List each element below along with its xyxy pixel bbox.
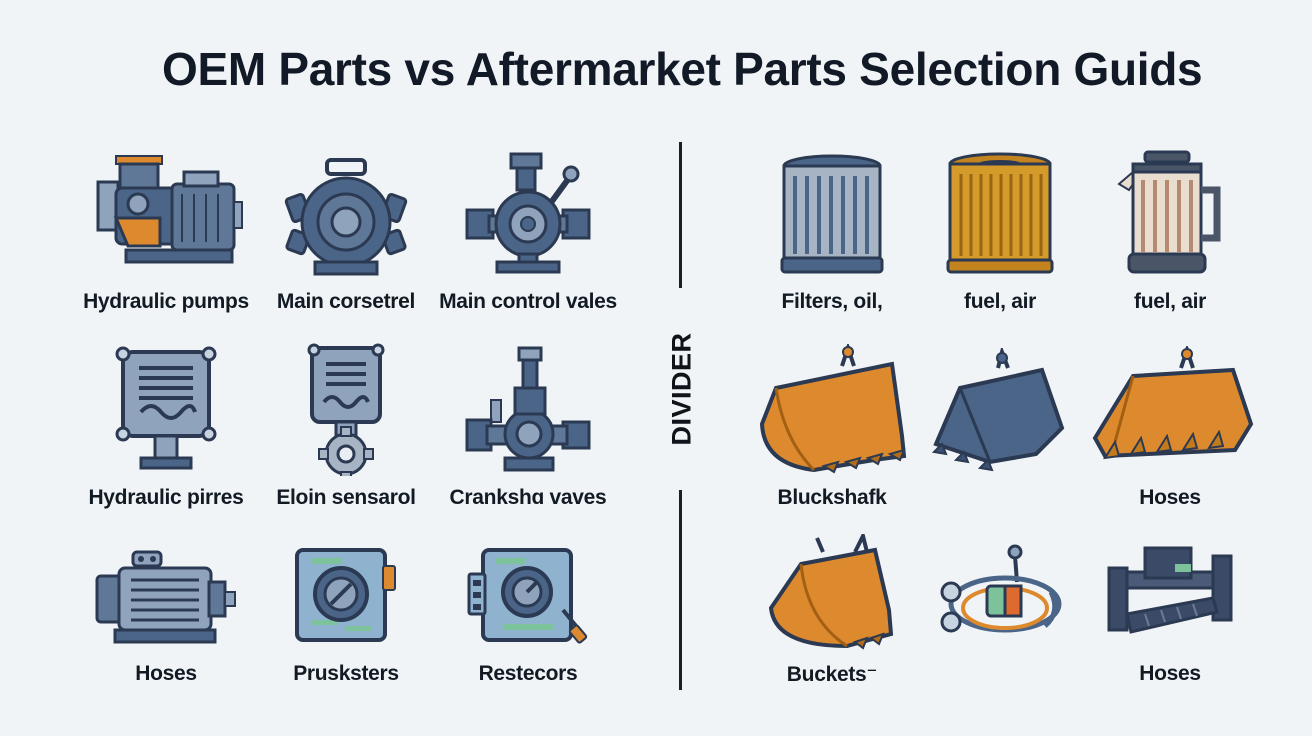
oem-part-hoses: Hoses (66, 540, 266, 700)
part-label: Hydraulic pumps (83, 290, 249, 313)
hose-coil-icon (940, 544, 1062, 633)
fuel-filter-jug-icon (1117, 150, 1221, 274)
part-label: Main corsetrel (276, 290, 416, 313)
electric-motor-icon (95, 550, 236, 644)
part-label: Hoses (135, 662, 197, 685)
control-panel-icon (295, 548, 396, 642)
filter-blue-icon (780, 154, 884, 274)
bucket-orange-icon (759, 344, 907, 474)
part-label: Filters, oil, (781, 290, 883, 313)
oem-part-main-corsetrel: Main corsetrel (246, 150, 446, 325)
part-label: Hydraulic pirres (88, 486, 244, 509)
oem-part-restecors: Restecors (428, 540, 628, 700)
aftermarket-part-bluckshafk: Bluckshafk (732, 342, 932, 517)
bucket-small-icon (768, 534, 894, 650)
oem-part-prusksters: Prusksters (246, 540, 446, 700)
part-label: Eloin sensarol (276, 486, 416, 509)
part-label: Main control vales (439, 290, 617, 313)
oem-part-eloin-sensarol: Eloin sensarol (246, 342, 446, 517)
part-label: Hoses (1139, 662, 1201, 685)
part-label: Crankshɑ vaves (449, 486, 607, 509)
control-valve-icon (465, 152, 591, 274)
engine-block-icon (115, 346, 217, 470)
part-label: fuel, air (1134, 290, 1206, 313)
aftermarket-part-hoses-bucket: Hoses (1070, 342, 1270, 517)
page-title: OEM Parts vs Aftermarket Parts Selection… (162, 43, 1203, 95)
aftermarket-part-hose-coil (900, 530, 1100, 700)
divider-label: DIVIDER (666, 332, 697, 446)
part-label: Bluckshafk (777, 486, 887, 509)
part-label: Restecors (478, 662, 578, 685)
divider-line-bottom (679, 490, 682, 690)
aftermarket-part-fuel-air-1: fuel, air (900, 150, 1100, 325)
piston-gear-icon (307, 343, 385, 476)
track-frame-icon (1107, 546, 1233, 634)
gear-motor-icon (284, 158, 408, 276)
part-label: fuel, air (964, 290, 1036, 313)
aftermarket-part-buckets: Buckets⁻ (732, 530, 932, 700)
part-label: Hoses (1139, 486, 1201, 509)
oem-part-crankshaft-vaves: Crankshɑ vaves (428, 342, 628, 517)
oem-part-main-control-vales: Main control vales (428, 150, 628, 325)
part-label: Buckets⁻ (786, 663, 878, 686)
aftermarket-part-fuel-air-2: fuel, air (1070, 150, 1270, 325)
aftermarket-part-bucket-blue (900, 342, 1100, 517)
hydraulic-pump-icon (96, 155, 243, 264)
control-box-icon (467, 548, 588, 644)
oem-part-hydraulic-pumps: Hydraulic pumps (66, 150, 266, 325)
bucket-teeth-icon (1092, 346, 1254, 460)
aftermarket-part-filters-oil: Filters, oil, (732, 150, 932, 325)
bucket-blue-icon (931, 348, 1065, 472)
filter-orange-icon (946, 152, 1054, 274)
part-label: Prusksters (293, 662, 399, 685)
crankshaft-valve-icon (465, 346, 591, 472)
oem-part-hydraulic-pirres: Hydraulic pirres (66, 342, 266, 517)
aftermarket-part-hoses-frame: Hoses (1070, 530, 1270, 700)
divider-line-top (679, 142, 682, 288)
